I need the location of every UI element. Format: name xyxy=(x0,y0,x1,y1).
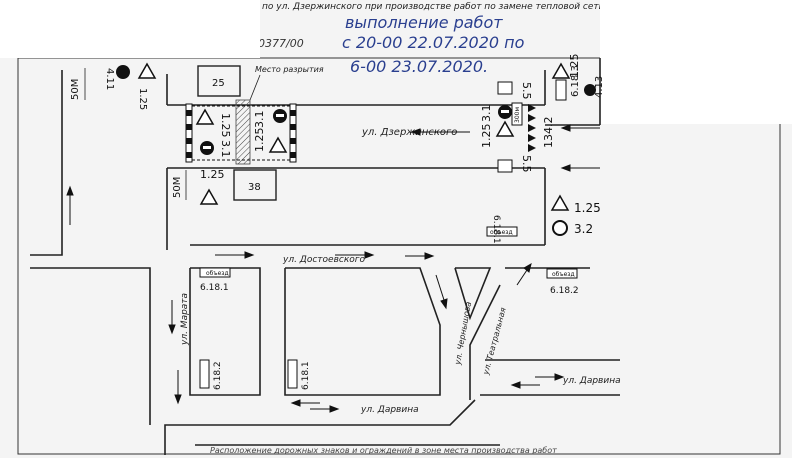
middle-block xyxy=(284,267,441,396)
detour-plate-top-right xyxy=(555,79,567,101)
detour-plate-marata-bottom xyxy=(199,359,210,389)
doc-number: 0377/00 xyxy=(258,37,304,50)
document-frame xyxy=(17,57,781,455)
road-works-triangle-icon xyxy=(495,120,515,137)
sign-3-1-left-value: 3.1 xyxy=(253,111,266,129)
street-teatralnaya: ул. Театральная xyxy=(481,306,508,376)
sign-6-18-3: 6.18.3 xyxy=(570,65,581,97)
chevron-marks xyxy=(528,104,536,152)
turn-sign-top xyxy=(497,81,513,95)
marata-block xyxy=(189,267,261,396)
turn-left-icon xyxy=(584,84,596,96)
street-darvina-right: ул. Дарвина xyxy=(562,376,621,386)
building-38 xyxy=(233,169,277,201)
road-works-triangle-icon xyxy=(137,62,157,79)
sign-134-2: 134.2 xyxy=(542,117,555,149)
dig-site-leader xyxy=(249,74,261,101)
street-darvina-bottom: ул. Дарвина xyxy=(360,405,419,415)
road-works-triangle-icon xyxy=(199,188,219,205)
sign-3-2: 3.2 xyxy=(574,222,593,236)
road-works-triangle-icon xyxy=(551,62,571,79)
bottom-road xyxy=(164,399,476,455)
sign-1-25-topleft: 1.25 xyxy=(137,88,148,110)
sign-5-5-top: 5.5 xyxy=(520,82,533,100)
detour-plate-marata xyxy=(199,267,231,278)
no-vehicles-icon xyxy=(552,220,568,236)
sign-1-25-top-right: 1.25 xyxy=(568,54,581,79)
road-works-triangle-icon xyxy=(268,136,288,153)
sign-3-1-right-vert: 3.1 xyxy=(480,105,493,123)
building-25-label: 25 xyxy=(212,78,225,89)
distance-300m: 300м xyxy=(514,107,521,123)
sign-6-18-2-left: 6.18.2 xyxy=(213,361,223,390)
detour-label-marata: объезд xyxy=(206,270,229,277)
keep-right-icon xyxy=(116,65,130,79)
theatre-road-lower xyxy=(469,284,501,400)
sign-6-18-1-right: 6.18.1 xyxy=(491,215,501,244)
triangle-island xyxy=(454,267,492,321)
dig-site-hatch xyxy=(235,99,251,165)
sign-1-25-vertical: 1.25 xyxy=(219,113,232,138)
detour-label-block: объезд xyxy=(490,229,513,236)
sign-6-18-1-mid: 6.18.1 xyxy=(301,361,311,390)
sign-6-18-1-left: 6.18.1 xyxy=(200,283,229,293)
sign-4-13: 4.13 xyxy=(594,76,605,98)
sign-3-1-vertical: 3.1 xyxy=(219,140,232,158)
work-note-line2: с 20-00 22.07.2020 по xyxy=(342,33,525,52)
scheme-footer: Расположение дорожных знаков и ограждени… xyxy=(210,446,557,455)
dig-site-signs xyxy=(116,62,288,205)
turn-sign-bottom xyxy=(497,159,513,173)
street-marata: ул. Марата xyxy=(180,293,190,346)
paper-mask-right xyxy=(600,0,792,124)
building-25 xyxy=(197,65,241,97)
sw-corner-road xyxy=(30,267,151,425)
fence-barriers xyxy=(185,103,297,163)
sign-1-25-left: 1.25 xyxy=(253,128,266,153)
detour-plate-teatralnaya xyxy=(546,268,578,279)
detour-label-teatralnaya: объезд xyxy=(552,271,575,278)
street-dostoevskogo: ул. Достоевского xyxy=(282,255,365,265)
road-works-triangle-icon xyxy=(550,194,570,211)
scheme-title: по ул. Дзержинского при производстве раб… xyxy=(262,2,605,12)
building-38-label: 38 xyxy=(248,182,261,193)
sign-6-18-2-right: 6.18.2 xyxy=(550,286,579,296)
detour-plate-block xyxy=(486,226,518,237)
sign-1-25-mid: 1.25 xyxy=(200,168,225,181)
sign-5-5-bottom: 5.5 xyxy=(520,155,533,173)
detour-plate-middle xyxy=(287,359,298,389)
work-note-line3: 6-00 23.07.2020. xyxy=(350,57,489,76)
sign-1-25-right-vert: 1.25 xyxy=(480,124,493,149)
road-edges xyxy=(30,58,620,455)
dig-site-label: Место разрытия xyxy=(255,65,324,74)
sign-4-11: 4.11 xyxy=(104,68,115,90)
distance-50m-top: 50М xyxy=(70,79,81,100)
road-works-triangle-icon xyxy=(195,108,215,125)
distance-50m-left: 50М xyxy=(172,177,183,198)
distance-plate xyxy=(511,102,523,126)
paper-mask xyxy=(0,0,260,58)
traffic-arrows xyxy=(66,124,600,413)
sign-1-25-right: 1.25 xyxy=(574,201,601,215)
street-dzerzhinskogo: ул. Дзержинского xyxy=(361,127,457,138)
left-road-west-edge xyxy=(30,70,63,256)
work-note-line1: выполнение работ xyxy=(345,13,503,32)
